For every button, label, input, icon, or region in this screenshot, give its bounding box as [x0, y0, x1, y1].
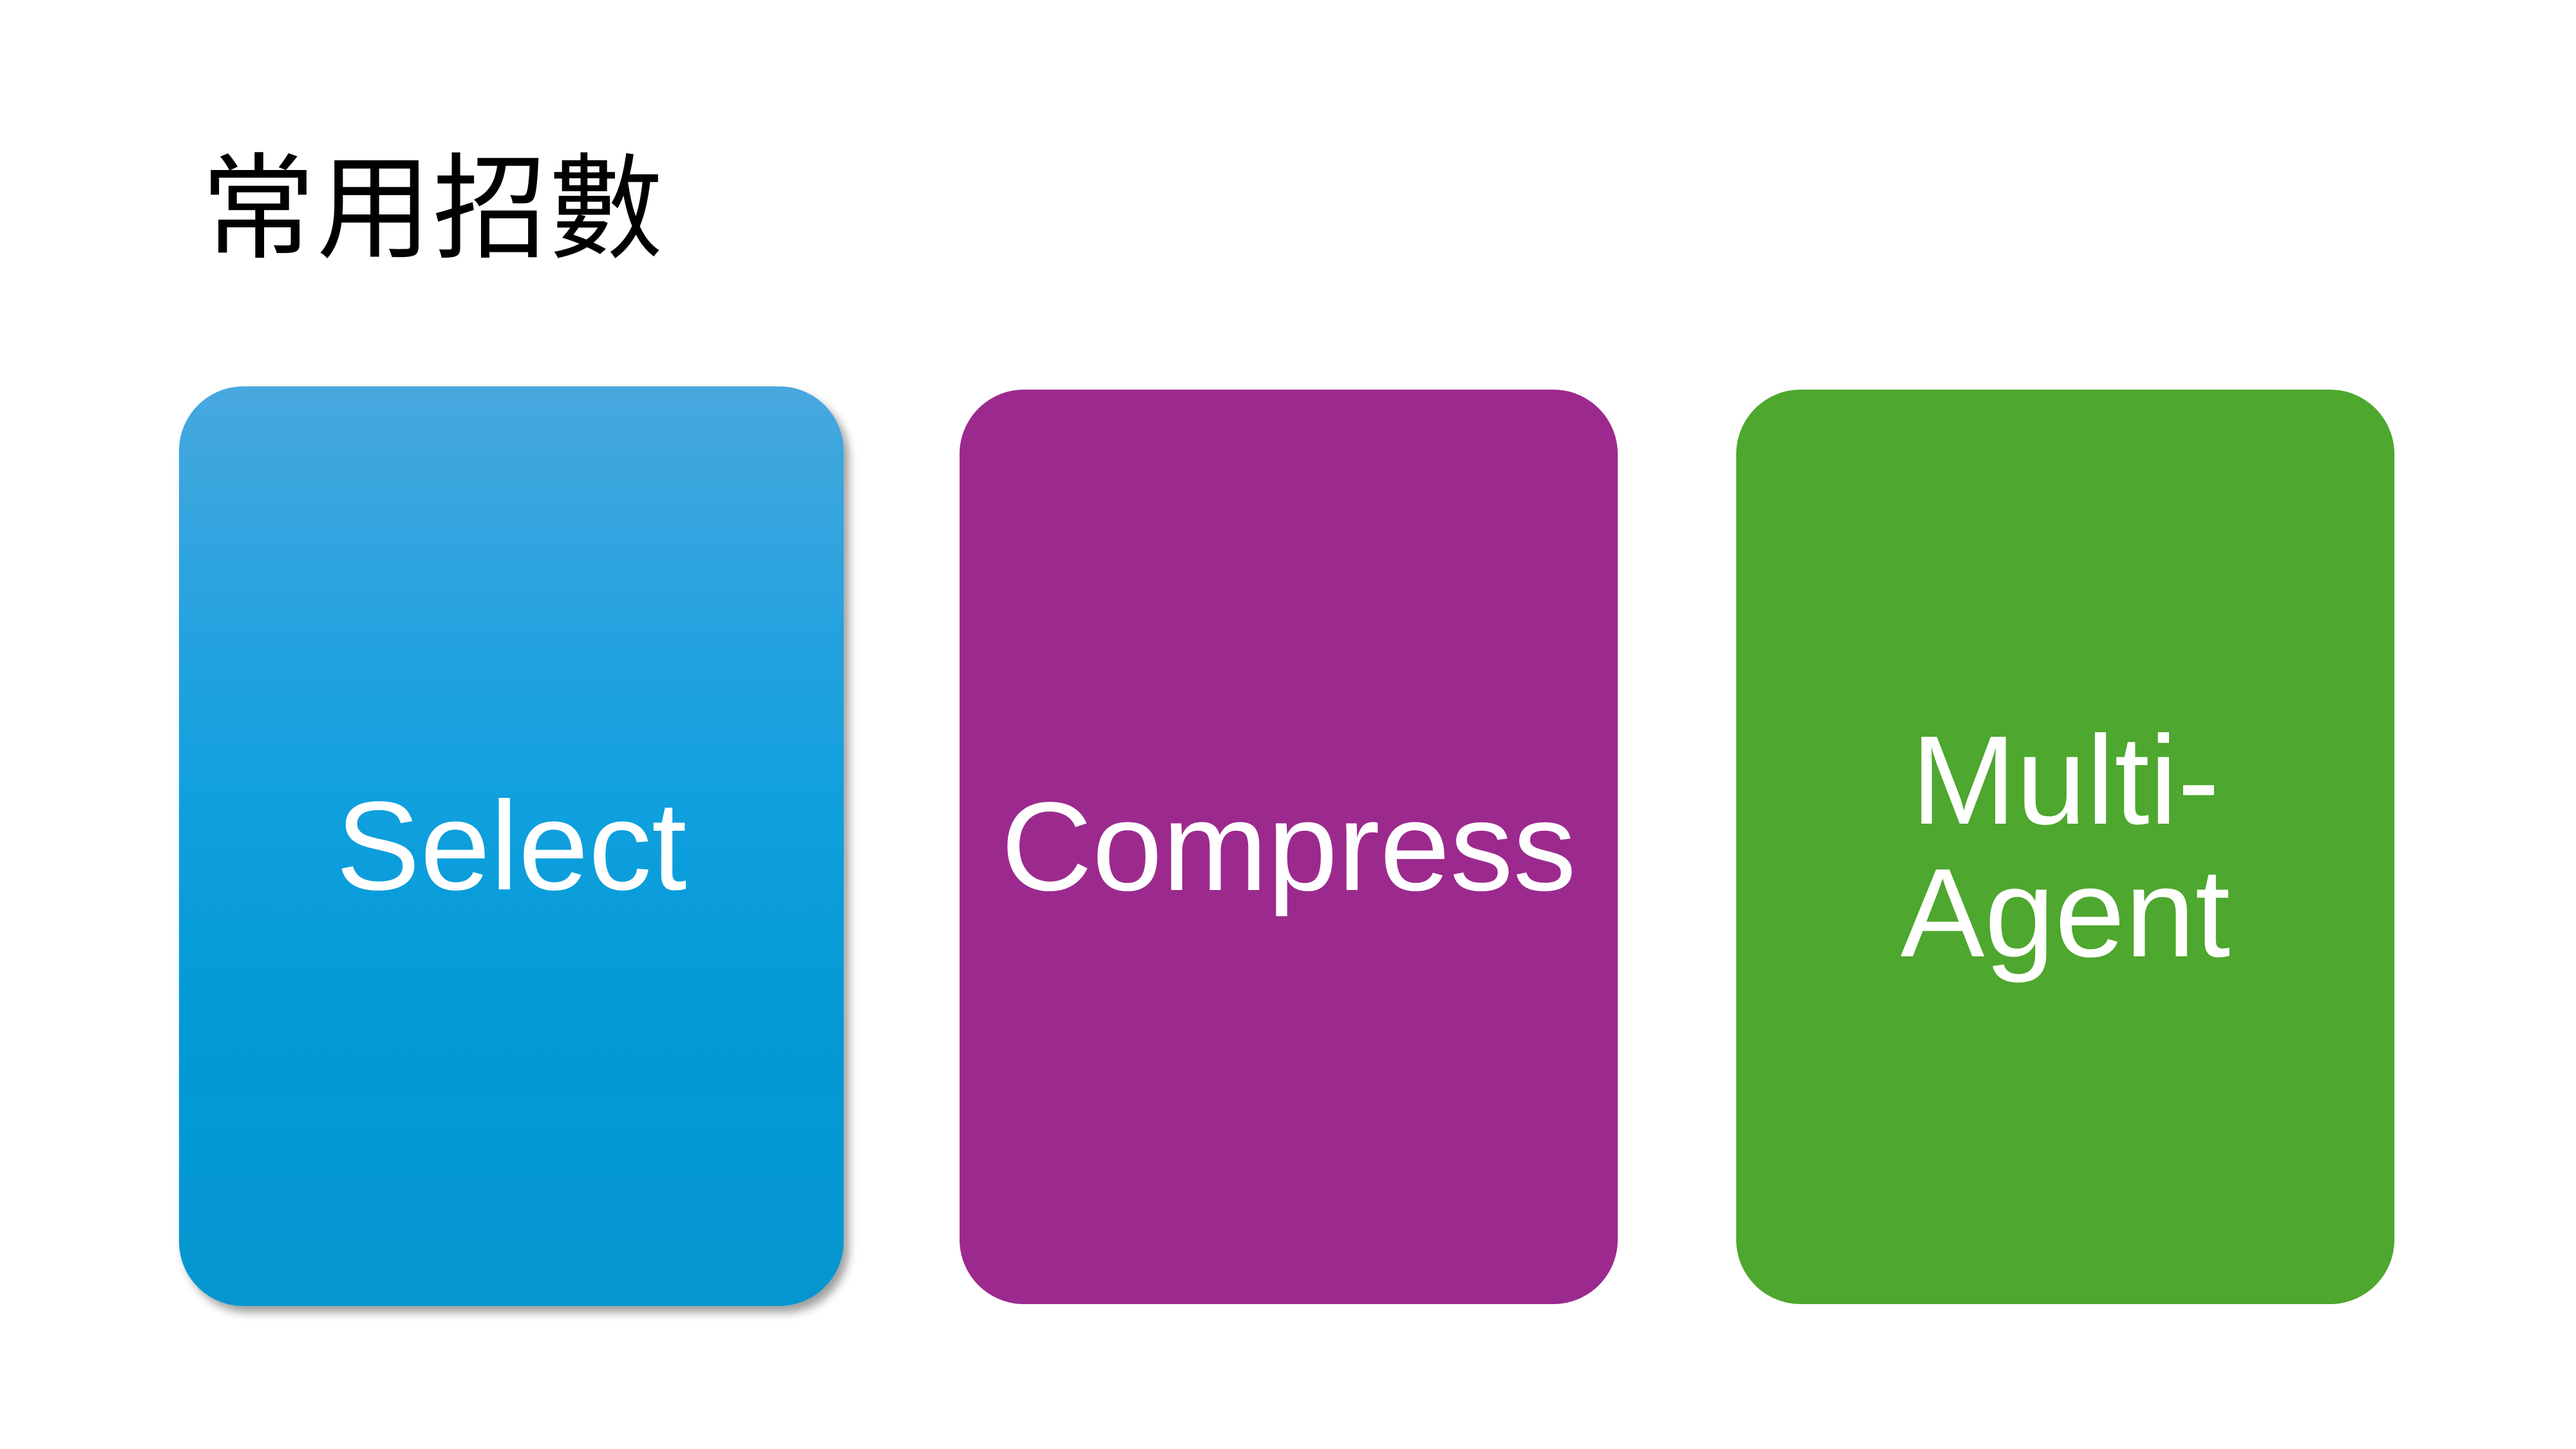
slide-title: 常用招數 — [201, 142, 665, 276]
card-select-label: Select — [336, 775, 687, 916]
card-multi-agent-label-line-1: Multi- — [1911, 710, 2220, 851]
card-multi-agent[interactable]: Multi- Agent — [1736, 390, 2394, 1304]
card-compress-label: Compress — [1001, 776, 1577, 917]
card-multi-agent-label-line-2: Agent — [1900, 842, 2231, 983]
card-multi-agent-label: Multi- Agent — [1898, 714, 2233, 980]
card-compress[interactable]: Compress — [960, 390, 1618, 1304]
card-select[interactable]: Select — [179, 386, 844, 1306]
